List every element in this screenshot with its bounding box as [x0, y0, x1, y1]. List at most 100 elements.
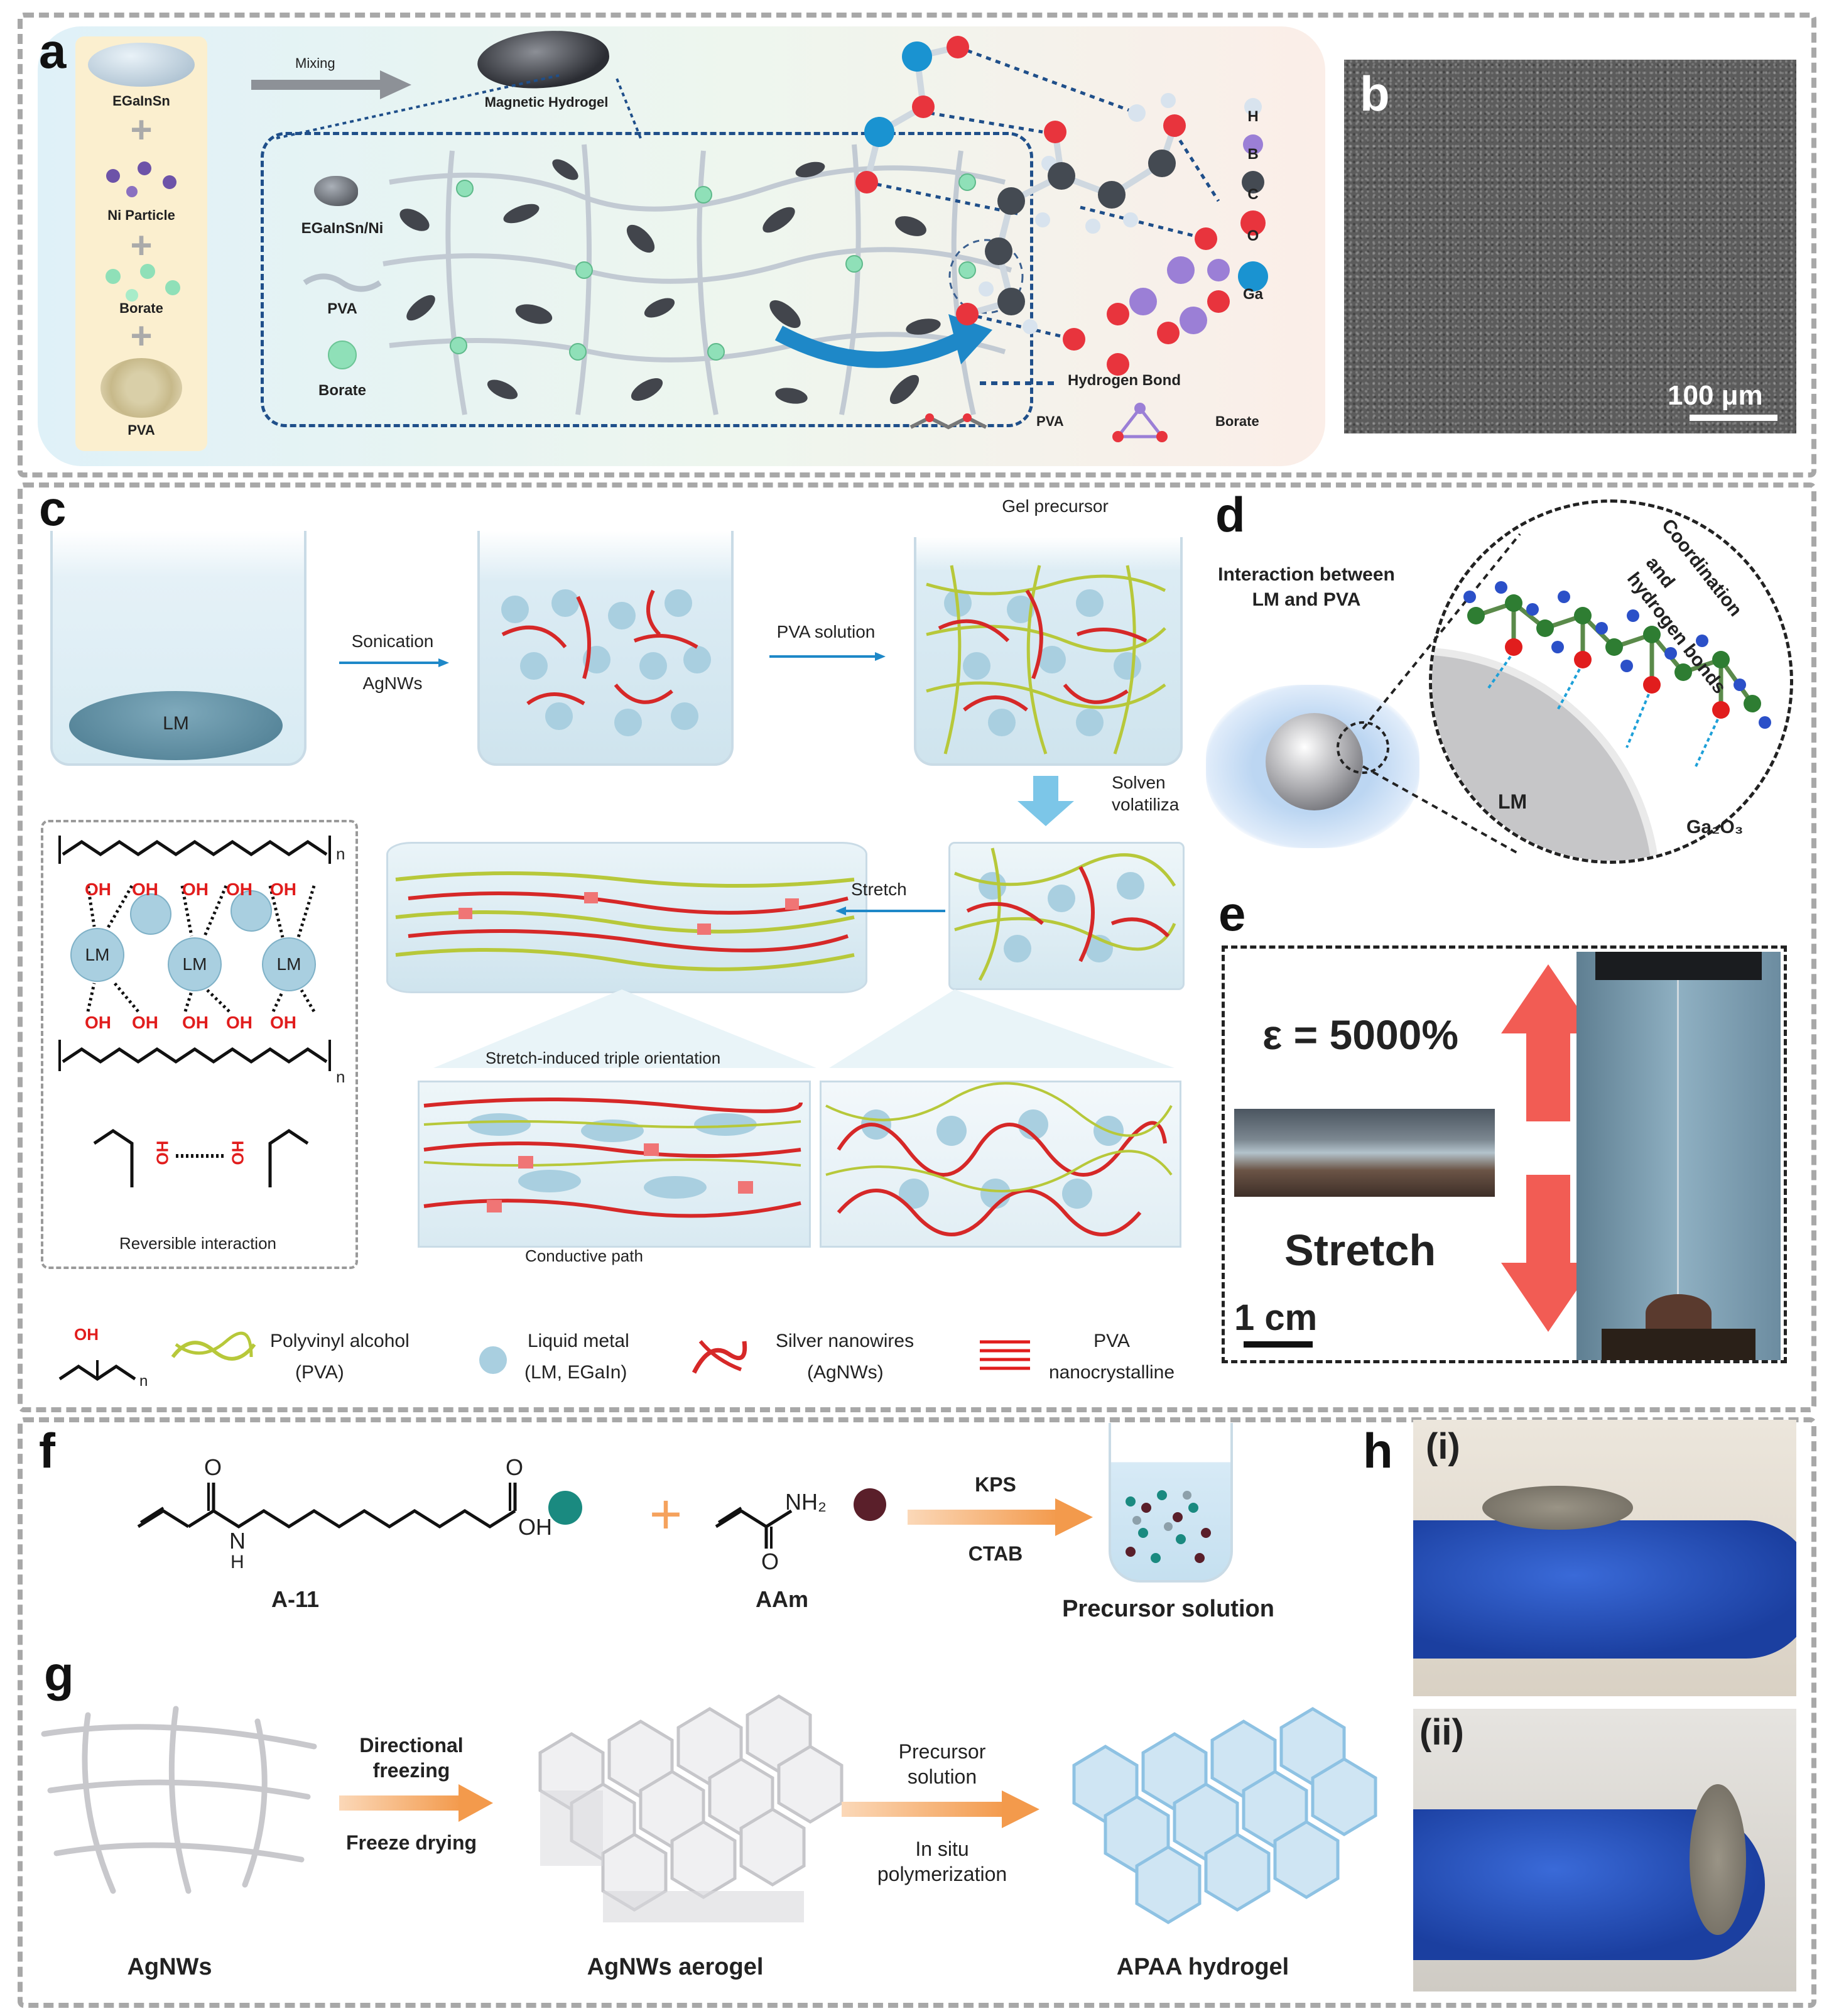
panel-f-label: f [39, 1423, 55, 1478]
step-pva-solution: PVA solution [776, 622, 876, 641]
relaxed-detail-content [825, 1082, 1173, 1236]
caption-aerogel: AgNWs aerogel [587, 1954, 764, 1980]
legend-pva-structure-icon [58, 1360, 136, 1381]
reversible-interaction-label: Reversible interaction [119, 1234, 277, 1253]
pva-molecule-d [1463, 581, 1771, 767]
caption-agnws: AgNWs [127, 1954, 212, 1980]
stretched-film-content [395, 871, 855, 971]
a11-o1: O [204, 1454, 222, 1480]
ni-particles [106, 161, 176, 197]
arrow-step2 [769, 652, 886, 661]
panel-h-label: h [1363, 1423, 1393, 1478]
lm-label: LM [163, 713, 189, 734]
molecular-model [855, 36, 1230, 376]
plus-icon: + [130, 224, 153, 266]
ga2o3-label: Ga₂O₃ [1686, 817, 1744, 837]
step-sonication: Sonication [351, 631, 434, 651]
scale-bar [1690, 415, 1777, 421]
pva-strand-icon [303, 273, 382, 292]
arrow-g2 [842, 1790, 1039, 1828]
legend-oh: OH [74, 1325, 99, 1344]
atom-c: C [1247, 186, 1259, 203]
arrow-down-red [1501, 1175, 1595, 1332]
legend-pva-line2: (PVA) [295, 1362, 344, 1383]
panel-f-h-frame [18, 1417, 1816, 2008]
oh-label: OH [182, 1013, 209, 1032]
borate-icon [328, 341, 357, 369]
arrow-step1 [339, 658, 449, 667]
oh-label: OH [270, 1013, 296, 1032]
g-step2-line2: solution [907, 1765, 977, 1788]
interaction-line1: Interaction between [1218, 564, 1395, 585]
ingredient-ni: Ni Particle [107, 207, 175, 223]
precursor-dots [1126, 1490, 1211, 1563]
borate-struct-icon [1112, 403, 1168, 442]
arrow-g1 [339, 1784, 493, 1822]
sample-photo [1234, 1109, 1495, 1197]
scale-bar-label: 100 μm [1668, 380, 1763, 411]
g-step2-line3: In situ [915, 1838, 969, 1860]
caption-hydrogel: APAA hydrogel [1116, 1954, 1289, 1980]
borate-particles [106, 264, 180, 302]
arrow-f [908, 1498, 1093, 1536]
g-step1-line2: freezing [372, 1759, 450, 1782]
atom-h: H [1247, 108, 1259, 125]
scale-1cm-label: 1 cm [1234, 1297, 1318, 1338]
panel-g-label: g [44, 1646, 74, 1701]
atom-legend-balls [1238, 98, 1268, 292]
step-agnws: AgNWs [362, 673, 423, 693]
mixing-arrow [251, 70, 411, 99]
oh-label: OH [85, 1013, 111, 1032]
arrow-up-red [1501, 964, 1595, 1121]
step-volatilization: volatiliza [1112, 795, 1180, 814]
panel-c-label: c [39, 481, 67, 536]
legend-agnw-line1: Silver nanowires [776, 1331, 914, 1351]
legend-lm-line2: (LM, EGaIn) [524, 1362, 627, 1383]
plus-orange: + [649, 1483, 683, 1546]
atom-b: B [1247, 146, 1259, 163]
oh-label-rev: OH [153, 1140, 172, 1165]
legend-egainsn-ni: EGaInSn/Ni [301, 220, 384, 237]
legend-lm-line1: Liquid metal [528, 1331, 629, 1351]
ega-in-sn-ni-icon [314, 176, 358, 206]
oh-label: OH [270, 880, 296, 899]
ingredient-egainsn: EGaInSn [112, 93, 170, 109]
hydrogel-honeycomb [1072, 1707, 1377, 1924]
tensile-photo [1576, 952, 1781, 1360]
legend-nano-line2: nanocrystalline [1048, 1362, 1175, 1383]
repeat-n: n [336, 1067, 345, 1086]
oriented-detail-content [423, 1098, 803, 1218]
zoom-circle [1429, 499, 1793, 864]
step-solvent: Solven [1112, 773, 1166, 792]
legend-nanocrystal-icon [980, 1340, 1030, 1370]
atom-ga: Ga [1242, 286, 1264, 303]
a11-structure [137, 1483, 517, 1528]
g-step1-line3: Freeze drying [345, 1831, 477, 1854]
g-step2-line4: polymerization [877, 1863, 1007, 1885]
pva-struct-label: PVA [1036, 413, 1064, 429]
oh-label: OH [132, 1013, 158, 1032]
legend-n: n [139, 1373, 148, 1390]
stretch-label-e: Stretch [1284, 1226, 1436, 1275]
aam-nh2: NH₂ [785, 1489, 827, 1515]
g-step2-line1: Precursor [898, 1740, 986, 1763]
legend-nano-line1: PVA [1093, 1331, 1130, 1351]
orientation-label: Stretch-induced triple orientation [485, 1049, 721, 1067]
borate-struct-label: Borate [1215, 413, 1259, 429]
pva-struct-icon [909, 413, 987, 430]
sem-image [1344, 60, 1796, 433]
panel-a-b-frame [18, 13, 1816, 477]
mixing-label: Mixing [295, 55, 335, 71]
a11-oh: OH [518, 1514, 552, 1540]
egainsn-droplet [88, 43, 195, 87]
agnws-lines [41, 1706, 317, 1894]
monomer-a11-label: A-11 [271, 1586, 320, 1612]
lm-pool [69, 691, 283, 760]
zoom-arrow [774, 314, 992, 368]
legend-pva-line1: Polyvinyl alcohol [270, 1331, 410, 1351]
reversible-box [41, 820, 358, 1269]
beaker-2-content [501, 589, 711, 736]
sub-label-i: (i) [1426, 1426, 1460, 1467]
oh-label-rev: OH [228, 1140, 247, 1165]
beaker-3-content [926, 565, 1166, 755]
